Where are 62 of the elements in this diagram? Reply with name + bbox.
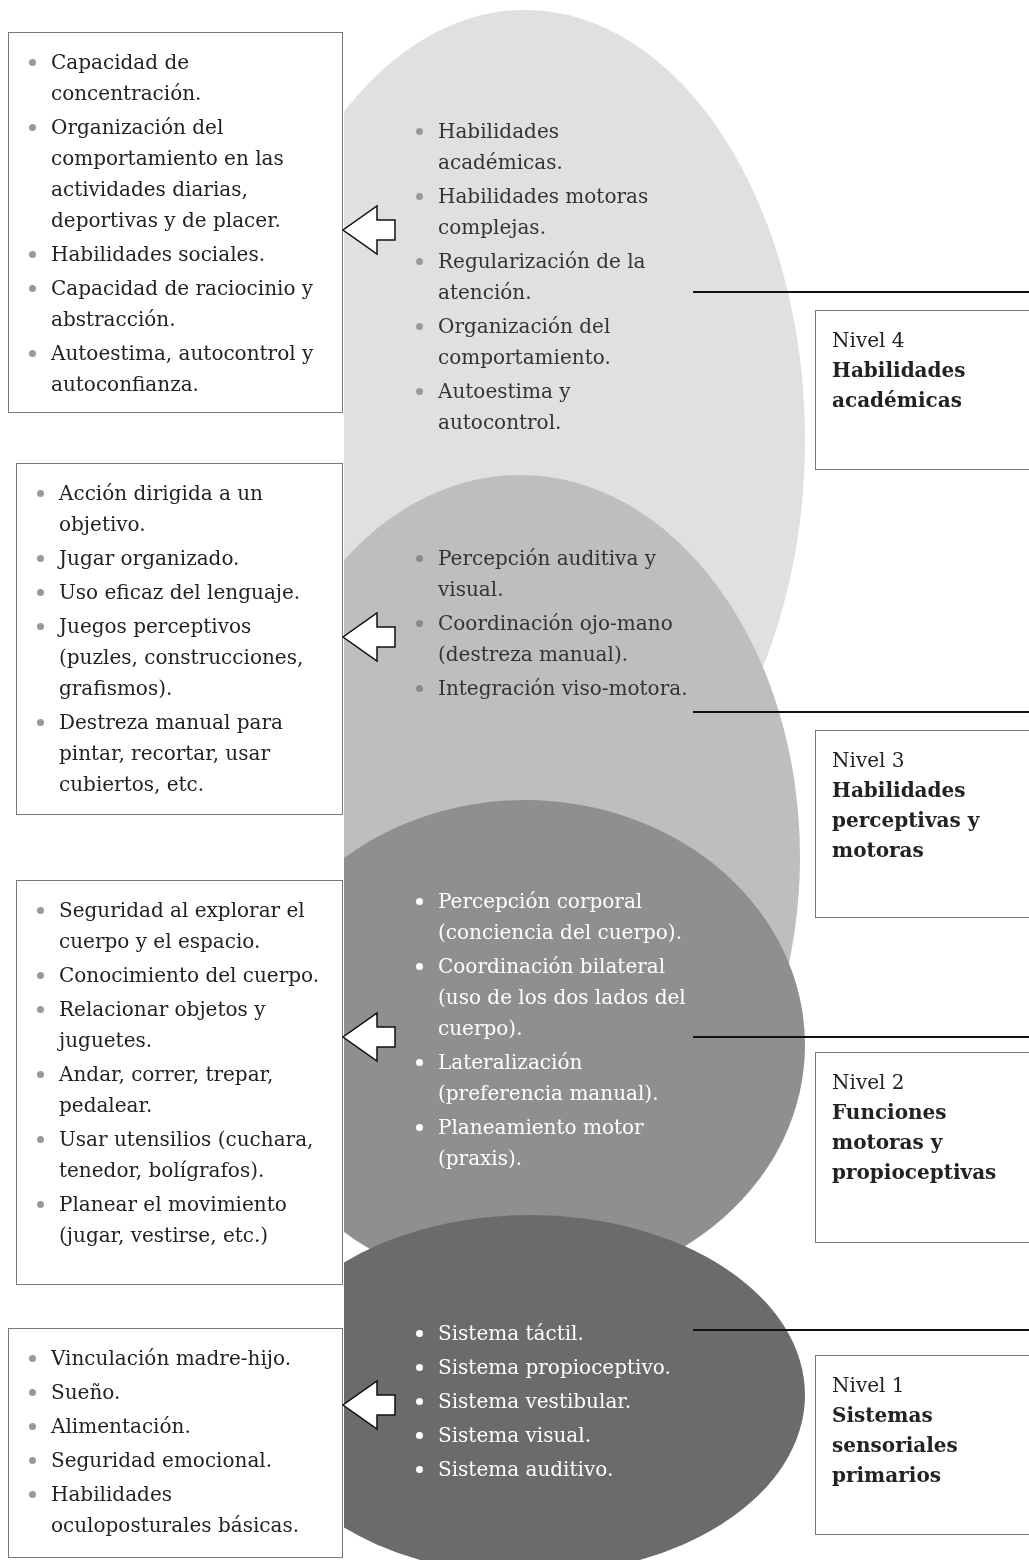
- bullet-item: Sistema táctil.: [408, 1318, 584, 1349]
- bullet-item: Habilidades motoras complejas.: [408, 181, 688, 243]
- level-title: Funciones motoras y propioceptivas: [832, 1099, 998, 1186]
- leader-line: [692, 1036, 1029, 1038]
- bullet-item: Relacionar objetos y juguetes.: [29, 994, 336, 1056]
- hollow-arrow: [341, 1011, 396, 1063]
- bullet-item: Seguridad emocional.: [21, 1445, 273, 1476]
- bullet-item: Destreza manual para pintar, recortar, usar cubiertos, etc.: [29, 707, 336, 800]
- bullet-item: Habilidades oculoposturales básicas.: [21, 1479, 336, 1541]
- bullet-item: Uso eficaz del lenguaje.: [29, 577, 301, 608]
- bullet-item: Andar, correr, trepar, pedalear.: [29, 1059, 336, 1121]
- level-box: [815, 1355, 1029, 1535]
- leader-line: [692, 291, 1029, 293]
- bullet-item: Vinculación madre-hijo.: [21, 1343, 292, 1374]
- bullet-item: Autoestima y autocontrol.: [408, 376, 688, 438]
- bullet-item: Planear el movimiento (jugar, vestirse, etc.): [29, 1189, 336, 1251]
- bullet-item: Integración viso-motora.: [408, 673, 688, 704]
- level-number: Nivel 4: [832, 327, 905, 354]
- bullet-item: Coordinación ojo-mano (destreza manual).: [408, 608, 688, 670]
- bullet-item: Coordinación bilateral (uso de los dos lados del cuerpo).: [408, 951, 693, 1044]
- bullet-item: Sistema auditivo.: [408, 1454, 614, 1485]
- leader-line: [692, 711, 1029, 713]
- bullet-item: Sistema vestibular.: [408, 1386, 632, 1417]
- bullet-item: Organización del comportamiento en las actividades diarias, deportivas y de placer.: [21, 112, 336, 236]
- level-number: Nivel 2: [832, 1069, 905, 1096]
- bullet-item: Acción dirigida a un objetivo.: [29, 478, 336, 540]
- bullet-item: Juegos perceptivos (puzles, construcciones, grafismos).: [29, 611, 336, 704]
- bullet-item: Jugar organizado.: [29, 543, 240, 574]
- hollow-arrow: [341, 1379, 396, 1431]
- outcome-box: [16, 880, 343, 1285]
- bullet-item: Organización del comportamiento.: [408, 311, 688, 373]
- bullet-item: Seguridad al explorar el cuerpo y el espacio.: [29, 895, 336, 957]
- bullet-item: Lateralización (preferencia manual).: [408, 1047, 693, 1109]
- bullet-item: Usar utensilios (cuchara, tenedor, bolígrafos).: [29, 1124, 336, 1186]
- bullet-item: Capacidad de raciocinio y abstracción.: [21, 273, 336, 335]
- bullet-item: Percepción auditiva y visual.: [408, 543, 688, 605]
- level-number: Nivel 1: [832, 1372, 905, 1399]
- level-box: [815, 1052, 1029, 1243]
- outcome-box: [8, 1328, 343, 1558]
- bullet-item: Regularización de la atención.: [408, 246, 688, 308]
- bullet-item: Habilidades académicas.: [408, 116, 688, 178]
- outcome-box: [8, 32, 343, 413]
- bullet-item: Alimentación.: [21, 1411, 191, 1442]
- level-number: Nivel 3: [832, 747, 905, 774]
- level-title: Habilidades académicas: [832, 357, 967, 414]
- level-title: Habilidades perceptivas y motoras: [832, 777, 981, 864]
- bullet-item: Sistema visual.: [408, 1420, 591, 1451]
- outcome-box: [16, 463, 343, 815]
- leader-line: [692, 1329, 1029, 1331]
- bullet-item: Planeamiento motor (praxis).: [408, 1112, 693, 1174]
- level-box: [815, 310, 1029, 470]
- bullet-item: Sistema propioceptivo.: [408, 1352, 671, 1383]
- bullet-item: Habilidades sociales.: [21, 239, 266, 270]
- hollow-arrow: [341, 204, 396, 256]
- bullet-item: Capacidad de concentración.: [21, 47, 336, 109]
- bullet-item: Conocimiento del cuerpo.: [29, 960, 320, 991]
- hollow-arrow: [341, 611, 396, 663]
- bullet-item: Autoestima, autocontrol y autoconfianza.: [21, 338, 336, 400]
- bullet-item: Percepción corporal (conciencia del cuerpo).: [408, 886, 693, 948]
- level-box: [815, 730, 1029, 918]
- level-title: Sistemas sensoriales primarios: [832, 1402, 959, 1489]
- bullet-item: Sueño.: [21, 1377, 121, 1408]
